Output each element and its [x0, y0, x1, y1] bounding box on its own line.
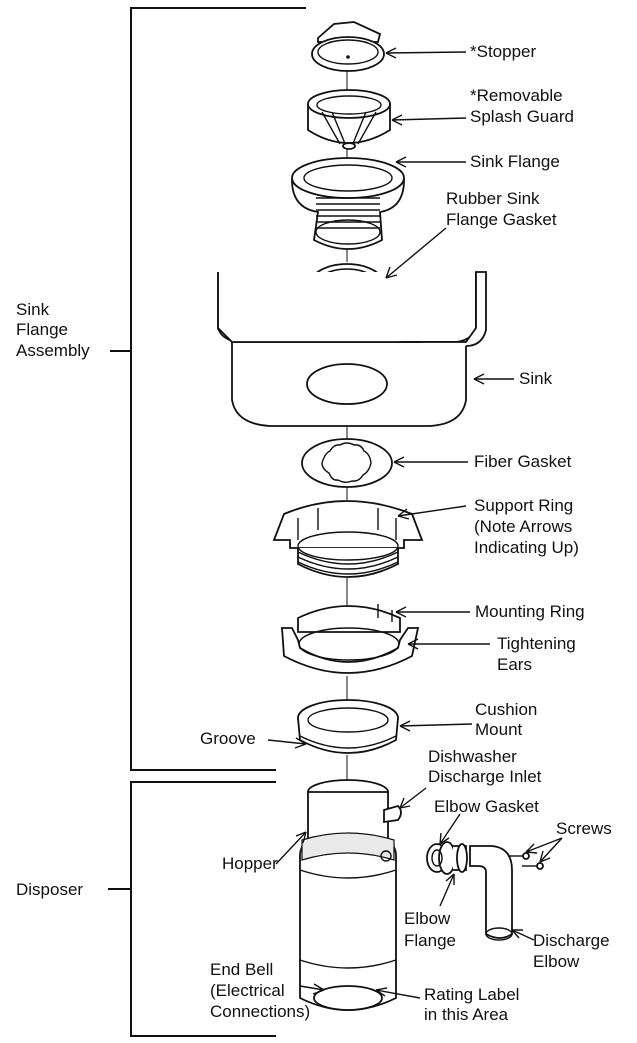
leader-lines	[267, 47, 563, 999]
label-elbow-gasket: Elbow Gasket	[434, 797, 539, 816]
label-rubber-gasket-2: Flange Gasket	[446, 210, 557, 229]
disposer-body-part	[299, 779, 402, 1011]
group-label-sink-flange-assembly-1: Sink	[16, 300, 50, 319]
label-cushion-mount-1: Cushion	[475, 700, 537, 719]
label-splash-guard-1: *Removable	[470, 86, 563, 105]
label-end-bell-3: Connections)	[210, 1002, 310, 1021]
label-cushion-mount-2: Mount	[475, 720, 523, 739]
label-end-bell-2: (Electrical	[210, 981, 285, 1000]
label-sink-flange: Sink Flange	[470, 152, 560, 171]
label-rating-label-1: Rating Label	[424, 985, 519, 1004]
group-label-sink-flange-assembly-2: Flange	[16, 320, 68, 339]
group-label-sink-flange-assembly-3: Assembly	[16, 341, 90, 360]
label-sink: Sink	[519, 369, 553, 388]
screws-part	[508, 852, 544, 870]
label-support-ring-1: Support Ring	[474, 496, 573, 515]
label-tightening-ears-2: Ears	[497, 655, 532, 674]
label-dishwasher-inlet-2: Discharge Inlet	[428, 767, 542, 786]
label-discharge-elbow-1: Discharge	[533, 931, 610, 950]
sink-flange-part	[291, 157, 405, 250]
label-dishwasher-inlet-1: Dishwasher	[428, 747, 517, 766]
label-rubber-gasket-1: Rubber Sink	[446, 189, 540, 208]
label-discharge-elbow-2: Elbow	[533, 952, 580, 971]
elbow-gasket-part	[426, 841, 468, 875]
label-support-ring-2: (Note Arrows	[474, 517, 572, 536]
cushion-mount-part	[297, 699, 399, 754]
sink-part	[217, 271, 487, 427]
label-screws: Screws	[556, 819, 612, 838]
label-tightening-ears-1: Tightening	[497, 634, 576, 653]
label-rating-label-2: in this Area	[424, 1005, 509, 1024]
group-label-disposer: Disposer	[16, 880, 83, 899]
label-splash-guard-2: Splash Guard	[470, 107, 574, 126]
stopper-part	[311, 21, 385, 72]
mounting-ring-part	[281, 604, 420, 674]
label-mounting-ring: Mounting Ring	[475, 602, 585, 621]
splash-guard-part	[307, 89, 391, 150]
label-fiber-gasket: Fiber Gasket	[474, 452, 572, 471]
fiber-gasket-part	[301, 438, 393, 488]
disposer-bracket	[108, 781, 276, 1037]
label-elbow-flange-2: Flange	[404, 931, 456, 950]
label-elbow-flange-1: Elbow	[404, 909, 451, 928]
support-ring-part	[272, 500, 424, 578]
label-support-ring-3: Indicating Up)	[474, 538, 579, 557]
sink-flange-assembly-bracket	[110, 7, 306, 771]
label-groove: Groove	[200, 729, 256, 748]
discharge-elbow-part	[469, 845, 513, 941]
label-stopper: *Stopper	[470, 42, 536, 61]
label-hopper: Hopper	[222, 854, 278, 873]
label-end-bell-1: End Bell	[210, 960, 273, 979]
